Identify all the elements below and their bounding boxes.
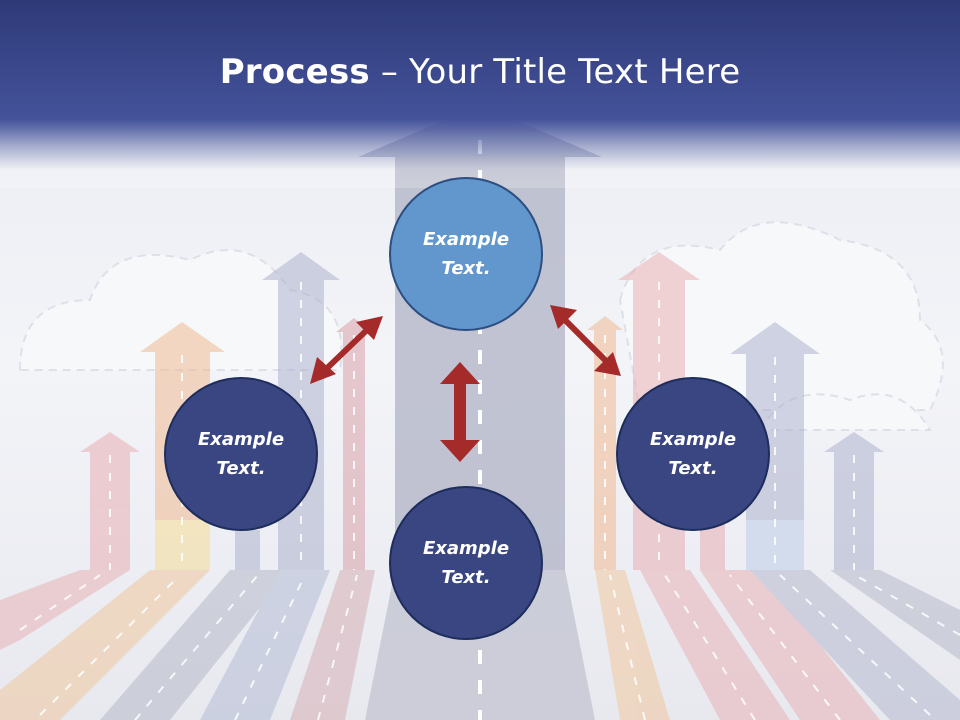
process-circle-bottom: Example Text. — [389, 486, 543, 640]
process-circle-top: Example Text. — [389, 177, 543, 331]
process-circle-left: Example Text. — [164, 377, 318, 531]
title-bold: Process — [219, 52, 370, 92]
circle-bottom-text: Example Text. — [422, 538, 510, 588]
circle-top-text: Example Text. — [422, 229, 510, 279]
page-title: Process – Your Title Text Here — [0, 52, 960, 92]
circle-right-text: Example Text. — [649, 429, 737, 479]
title-rest: – Your Title Text Here — [369, 52, 741, 92]
circle-left-text: Example Text. — [197, 429, 285, 479]
process-circle-right: Example Text. — [616, 377, 770, 531]
